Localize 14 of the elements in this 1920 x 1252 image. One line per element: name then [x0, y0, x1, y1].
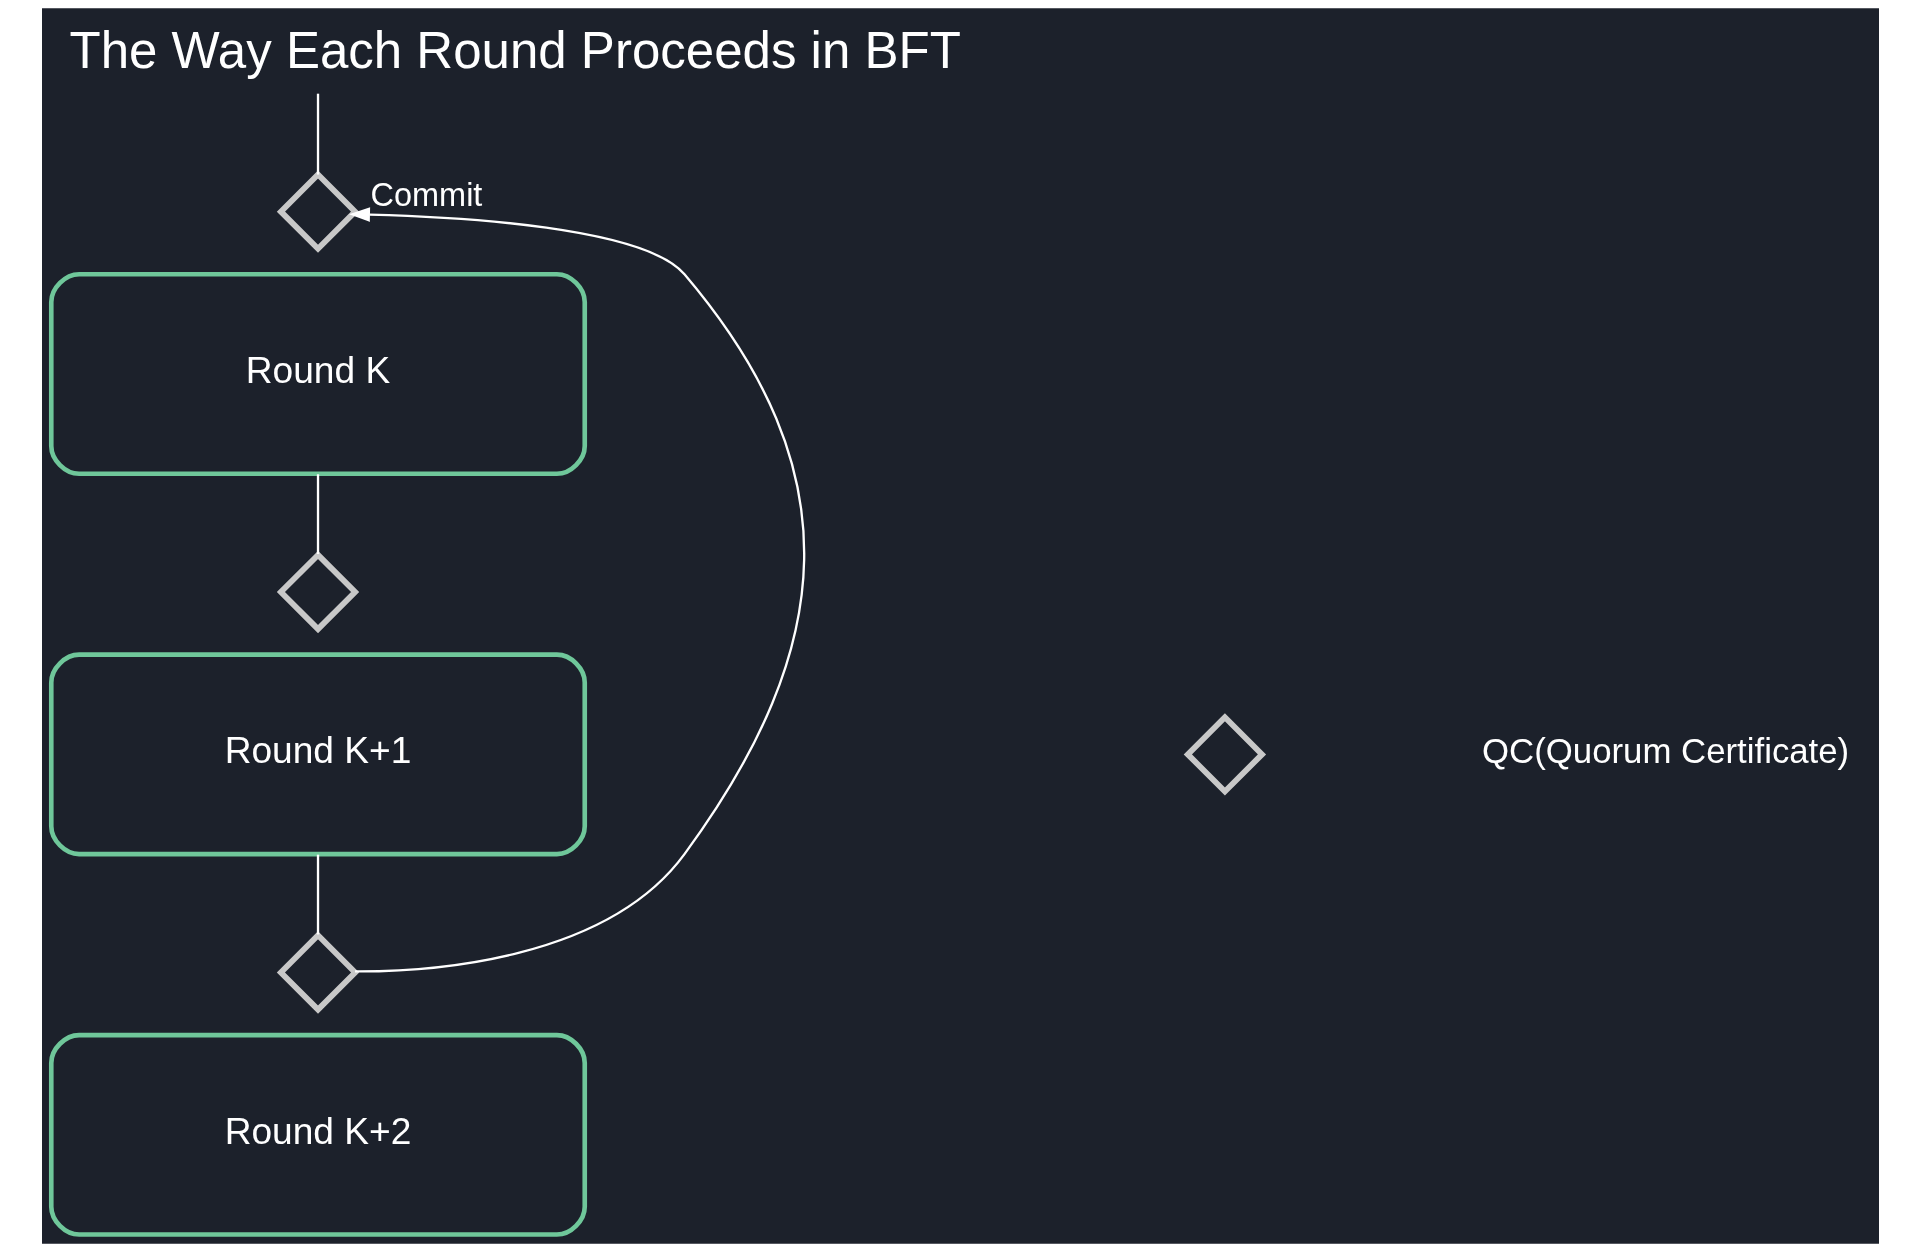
edge-label: Commit	[370, 176, 482, 213]
legend-label: QC(Quorum Certificate)	[1481, 731, 1849, 770]
node-box: Round K	[48, 271, 587, 477]
node-diamond	[276, 170, 359, 253]
connector	[316, 93, 319, 175]
node-box: Round K+1	[48, 652, 587, 857]
connector	[316, 474, 319, 555]
node-box: Round K+2	[48, 1032, 587, 1237]
arrow	[348, 207, 805, 973]
diagram-title: The Way Each Round Proceeds in BFT	[69, 21, 961, 79]
node-diamond	[276, 931, 359, 1014]
node-diamond	[276, 550, 359, 634]
connector	[316, 854, 319, 935]
node-diamond	[1183, 713, 1266, 796]
